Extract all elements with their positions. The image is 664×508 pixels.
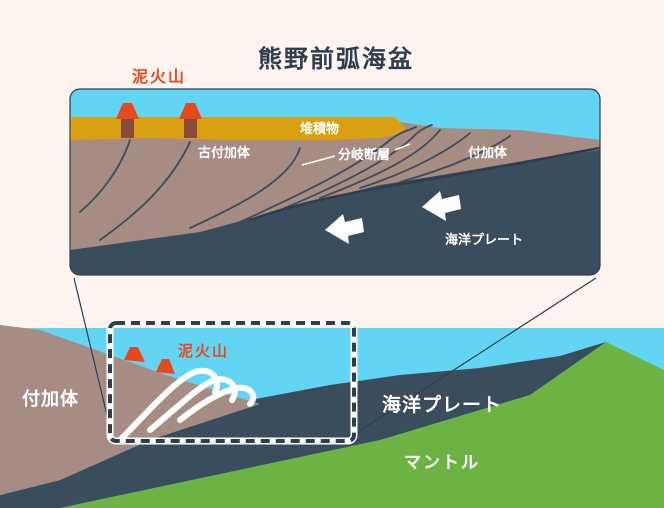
- inset-sediment-label: 堆積物: [300, 121, 339, 137]
- plate-motion-arrows: [325, 191, 461, 244]
- inset-splay-fault-label: 分岐断層: [338, 147, 390, 163]
- inset-mud-volcano-label: 泥火山: [132, 67, 186, 86]
- overview-mud-volcanoes: [124, 347, 175, 374]
- inset-panel: 堆積物 古付加体 分岐断層 付加体 海洋プレート: [70, 89, 600, 275]
- inset-fault-lines: [79, 124, 511, 241]
- overview-mud-volcano-label: 泥火山: [178, 342, 229, 360]
- overview-accretionary-prism-label: 付加体: [22, 388, 79, 410]
- inset-oceanic-plate: [70, 150, 600, 275]
- inset-leader-lines: [301, 143, 411, 166]
- overview-oceanic-plate-label: 海洋プレート: [382, 393, 502, 416]
- inset-splay-fault: [249, 146, 600, 222]
- mantle-label: マントル: [404, 453, 480, 473]
- inset-oceanic-plate-label: 海洋プレート: [445, 232, 523, 248]
- diagram-title: 熊野前弧海盆: [258, 45, 414, 73]
- mantle-area: [60, 342, 664, 508]
- overview-accretionary-prism: [0, 325, 260, 495]
- inset-mud-volcanoes: [116, 103, 202, 138]
- overview-oceanic-plate: [0, 342, 606, 508]
- connector-left: [73, 277, 113, 437]
- inset-old-prism-label: 古付加体: [198, 145, 251, 161]
- inset-sediment: [70, 117, 406, 140]
- connector-right: [351, 277, 597, 437]
- inset-accretionary-prism-label: 付加体: [468, 145, 508, 161]
- overview-splay-faults: [117, 367, 257, 443]
